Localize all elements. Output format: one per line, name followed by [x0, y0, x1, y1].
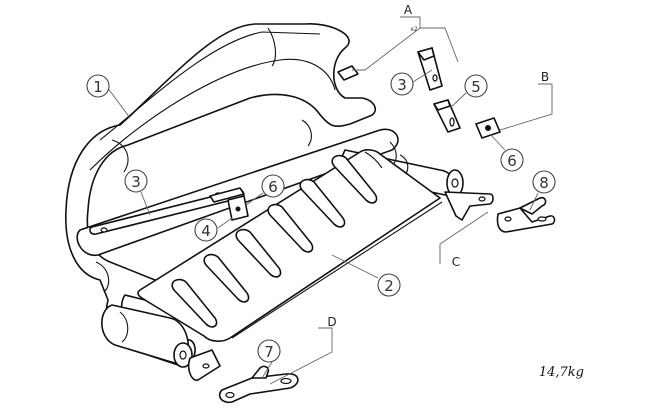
callout-3-left: 3	[124, 169, 148, 193]
svg-text:6: 6	[507, 152, 517, 170]
svg-text:1: 1	[93, 78, 103, 96]
callout-2: 2	[377, 273, 401, 297]
svg-text:3: 3	[397, 76, 407, 94]
callout-6-left: 6	[261, 174, 285, 198]
svg-text:8: 8	[539, 174, 549, 192]
svg-text:5: 5	[471, 78, 481, 96]
weight-label: 14,7kg	[539, 365, 584, 380]
svg-text:6: 6	[268, 178, 278, 196]
reference-letter-b: B	[541, 70, 549, 84]
angle-bracket	[337, 47, 443, 91]
reference-letter-d: D	[327, 315, 336, 329]
small-bracket	[433, 99, 461, 133]
callout-5: 5	[464, 74, 488, 98]
left-mount-bracket	[187, 349, 221, 381]
reference-letter-a: A	[404, 3, 413, 17]
skid-plate	[137, 149, 443, 342]
foot-bracket-right	[496, 196, 556, 233]
clamp	[209, 187, 249, 221]
callout-7: 7	[257, 339, 281, 363]
svg-text:3: 3	[131, 173, 141, 191]
foot-bracket-lower	[218, 365, 299, 404]
callout-1: 1	[86, 74, 110, 98]
nut-plate-right	[475, 117, 501, 139]
callout-6-right: 6	[500, 148, 524, 172]
svg-text:7: 7	[264, 343, 274, 361]
right-mount-bracket	[444, 191, 494, 221]
reference-letter-c: C	[452, 255, 460, 269]
callout-8: 8	[532, 170, 556, 194]
leader-lines	[106, 16, 553, 385]
svg-text:4: 4	[201, 222, 211, 240]
svg-text:2: 2	[384, 277, 394, 295]
callout-3-top: 3	[390, 72, 414, 96]
quantity-note: x2	[410, 26, 418, 33]
callout-4: 4	[194, 218, 218, 242]
